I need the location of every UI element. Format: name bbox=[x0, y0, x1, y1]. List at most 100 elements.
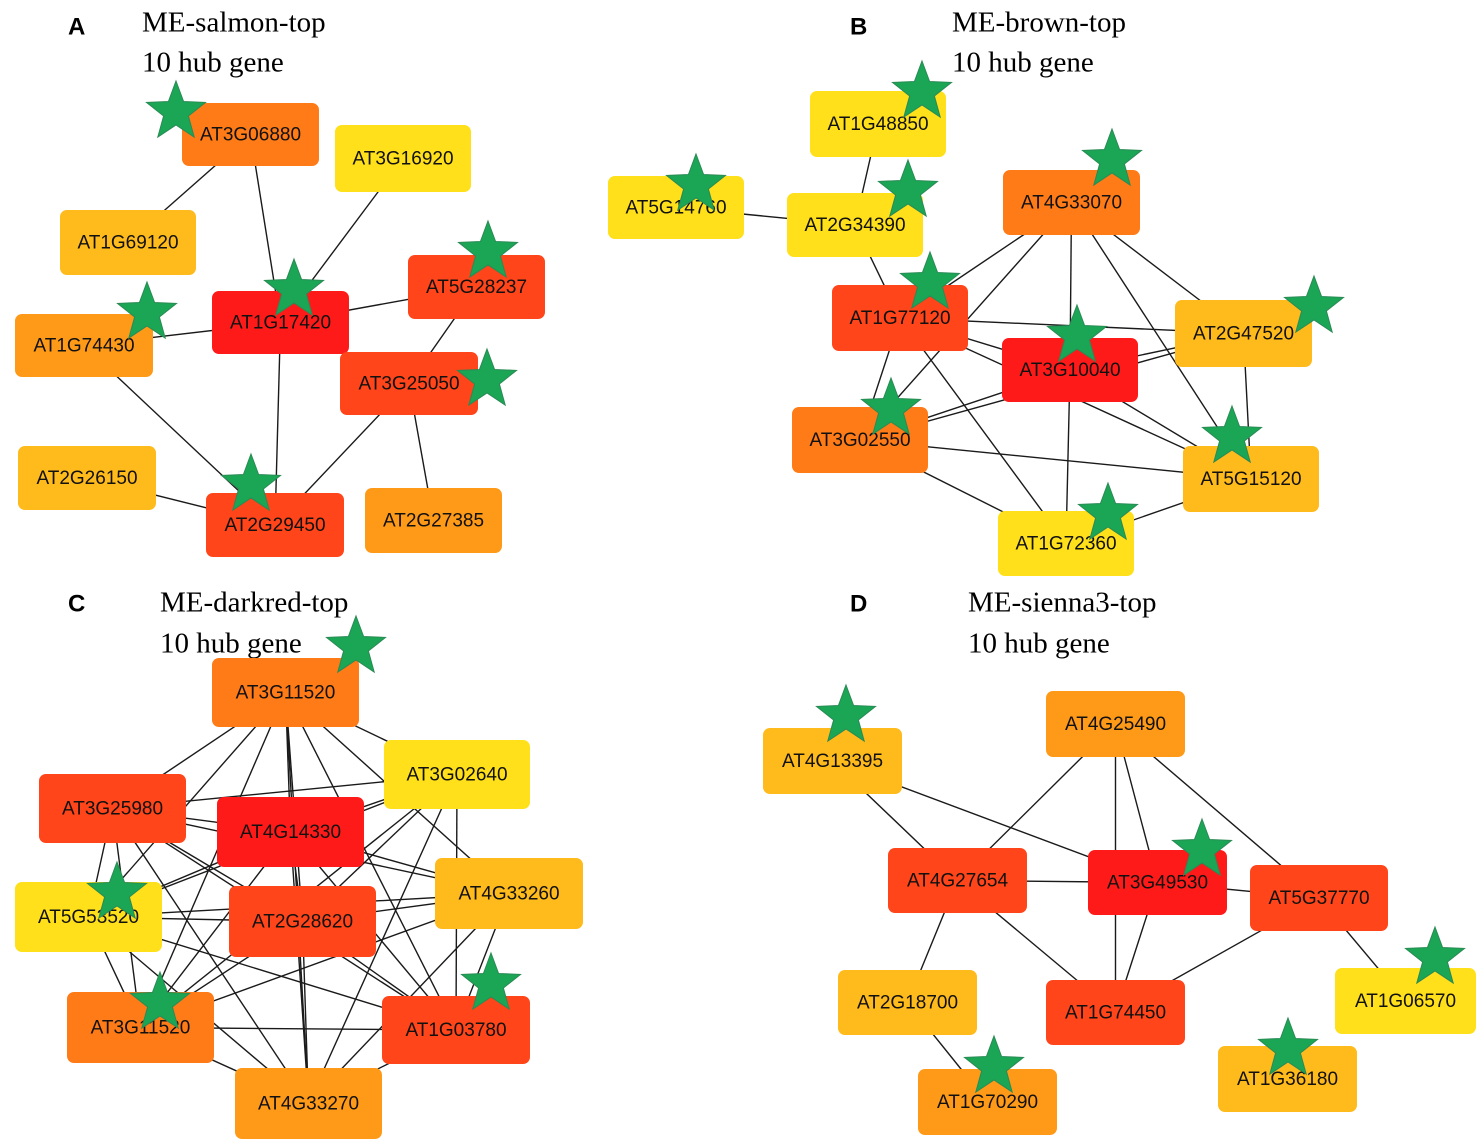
hub-star-icon bbox=[325, 614, 387, 674]
gene-node[interactable]: AT3G16920 bbox=[335, 125, 471, 192]
gene-node-box bbox=[608, 176, 744, 239]
gene-node-box bbox=[787, 193, 923, 257]
gene-node-box bbox=[212, 291, 349, 354]
gene-node[interactable]: AT1G77120 bbox=[832, 285, 968, 351]
gene-node-label: AT3G10040 bbox=[1019, 360, 1120, 381]
gene-node[interactable]: AT3G02640 bbox=[384, 740, 530, 809]
gene-node[interactable]: AT4G25490 bbox=[1046, 691, 1185, 757]
gene-node[interactable]: AT5G14760 bbox=[608, 176, 744, 239]
gene-node-box bbox=[888, 848, 1027, 913]
node-group: AT3G06880AT3G16920AT1G69120AT5G28237AT1G… bbox=[15, 103, 545, 557]
gene-node[interactable]: AT1G17420 bbox=[212, 291, 349, 354]
gene-node[interactable]: AT2G47520 bbox=[1175, 300, 1312, 367]
gene-node-label: AT2G34390 bbox=[804, 215, 905, 236]
gene-node[interactable]: AT4G33070 bbox=[1003, 170, 1140, 235]
panel-letter: D bbox=[850, 590, 867, 617]
gene-node-label: AT1G77120 bbox=[849, 308, 950, 329]
panel-title: ME-darkred-top bbox=[160, 587, 348, 619]
gene-node[interactable]: AT3G10040 bbox=[1002, 338, 1138, 402]
gene-node[interactable]: AT2G18700 bbox=[838, 970, 977, 1035]
hub-star-icon bbox=[1081, 127, 1143, 187]
gene-node-label: AT2G28620 bbox=[252, 912, 353, 933]
gene-node-box bbox=[1335, 968, 1476, 1034]
gene-node[interactable]: AT2G26150 bbox=[18, 446, 156, 510]
gene-node[interactable]: AT2G34390 bbox=[787, 193, 923, 257]
gene-node[interactable]: AT5G53520 bbox=[15, 882, 162, 952]
hub-star-icon bbox=[1077, 481, 1139, 541]
gene-node-label: AT5G53520 bbox=[38, 907, 139, 928]
hub-star-icon bbox=[86, 860, 148, 920]
edge bbox=[284, 692, 457, 1031]
hub-star-icon bbox=[457, 219, 519, 279]
gene-node-label: AT1G06570 bbox=[1355, 991, 1456, 1012]
gene-node-box bbox=[212, 658, 359, 727]
hub-star-icon bbox=[891, 59, 953, 119]
gene-node-label: AT5G28237 bbox=[426, 277, 527, 298]
star-group bbox=[86, 614, 522, 1030]
gene-node[interactable]: AT5G37770 bbox=[1250, 865, 1388, 931]
gene-node[interactable]: AT1G03780 bbox=[382, 996, 530, 1064]
gene-node-label: AT4G14330 bbox=[240, 822, 341, 843]
gene-node-box bbox=[763, 728, 902, 794]
gene-node[interactable]: AT4G33260 bbox=[435, 858, 583, 929]
gene-node-label: AT1G03780 bbox=[405, 1020, 506, 1041]
gene-node[interactable]: AT1G06570 bbox=[1335, 968, 1476, 1034]
gene-node-label: AT2G18700 bbox=[857, 993, 958, 1014]
gene-node-box bbox=[1175, 300, 1312, 367]
gene-node[interactable]: AT3G25050 bbox=[340, 352, 478, 415]
panel-subtitle: 10 hub gene bbox=[952, 47, 1094, 79]
gene-node-label: AT2G47520 bbox=[1193, 324, 1294, 345]
star-group bbox=[665, 59, 1345, 541]
gene-node[interactable]: AT4G13395 bbox=[763, 728, 902, 794]
edge bbox=[899, 317, 1067, 544]
gene-node[interactable]: AT1G74430 bbox=[15, 314, 153, 377]
gene-node-label: AT3G25050 bbox=[358, 374, 459, 395]
gene-node[interactable]: AT4G33270 bbox=[235, 1068, 382, 1139]
gene-node[interactable]: AT1G74450 bbox=[1046, 980, 1185, 1045]
gene-node[interactable]: AT2G28620 bbox=[229, 886, 376, 957]
gene-node[interactable]: AT1G70290 bbox=[918, 1069, 1057, 1135]
gene-node[interactable]: AT3G11520 bbox=[212, 658, 359, 727]
hub-star-icon bbox=[1257, 1016, 1319, 1076]
gene-node-label: AT1G17420 bbox=[230, 313, 331, 334]
panel-letter: A bbox=[68, 13, 85, 40]
edge bbox=[274, 322, 282, 526]
gene-node[interactable]: AT3G02550 bbox=[792, 407, 928, 473]
hub-star-icon bbox=[665, 152, 727, 212]
gene-node[interactable]: AT5G28237 bbox=[408, 255, 545, 319]
gene-node-box bbox=[365, 488, 502, 553]
hub-star-icon bbox=[129, 970, 191, 1030]
hub-star-icon bbox=[815, 683, 877, 743]
gene-node-label: AT2G27385 bbox=[383, 511, 484, 532]
gene-node-box bbox=[435, 858, 583, 929]
gene-node-label: AT3G16920 bbox=[352, 149, 453, 170]
gene-node-box bbox=[39, 774, 186, 843]
gene-node[interactable]: AT2G29450 bbox=[206, 493, 344, 557]
gene-node[interactable]: AT2G27385 bbox=[365, 488, 502, 553]
gene-node-label: AT1G70290 bbox=[937, 1092, 1038, 1113]
gene-node-box bbox=[60, 210, 196, 275]
gene-node[interactable]: AT5G15120 bbox=[1183, 446, 1319, 512]
gene-node-label: AT3G02640 bbox=[406, 765, 507, 786]
gene-node-box bbox=[1003, 170, 1140, 235]
gene-node[interactable]: AT3G25980 bbox=[39, 774, 186, 843]
panel-title: ME-salmon-top bbox=[142, 7, 326, 39]
gene-node-box bbox=[918, 1069, 1057, 1135]
gene-node[interactable]: AT3G06880 bbox=[182, 103, 319, 166]
gene-node[interactable]: AT1G69120 bbox=[60, 210, 196, 275]
hub-star-icon bbox=[460, 951, 522, 1011]
gene-node-label: AT1G36180 bbox=[1237, 1069, 1338, 1090]
gene-node[interactable]: AT4G14330 bbox=[217, 797, 364, 867]
gene-node[interactable]: AT1G36180 bbox=[1218, 1046, 1357, 1112]
gene-node[interactable]: AT4G27654 bbox=[888, 848, 1027, 913]
gene-node-label: AT3G11520 bbox=[236, 683, 336, 704]
hub-star-icon bbox=[1171, 817, 1233, 877]
gene-node-label: AT4G27654 bbox=[907, 871, 1008, 892]
gene-node[interactable]: AT3G11520 bbox=[67, 992, 214, 1063]
hub-star-icon bbox=[116, 280, 178, 340]
